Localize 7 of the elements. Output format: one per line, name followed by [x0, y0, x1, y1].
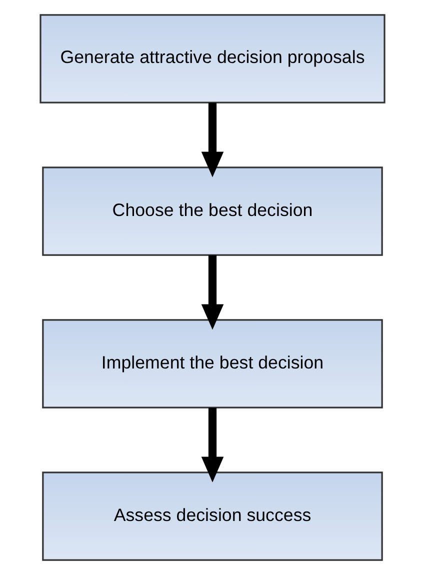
arrow — [201, 102, 224, 178]
node-box: Assess decision success — [42, 472, 383, 561]
node-box: Generate attractive decision proposals — [40, 14, 386, 104]
node-box: Choose the best decision — [42, 166, 383, 256]
arrow — [201, 408, 224, 482]
node-box: Implement the best decision — [42, 319, 383, 408]
arrow — [201, 255, 224, 330]
